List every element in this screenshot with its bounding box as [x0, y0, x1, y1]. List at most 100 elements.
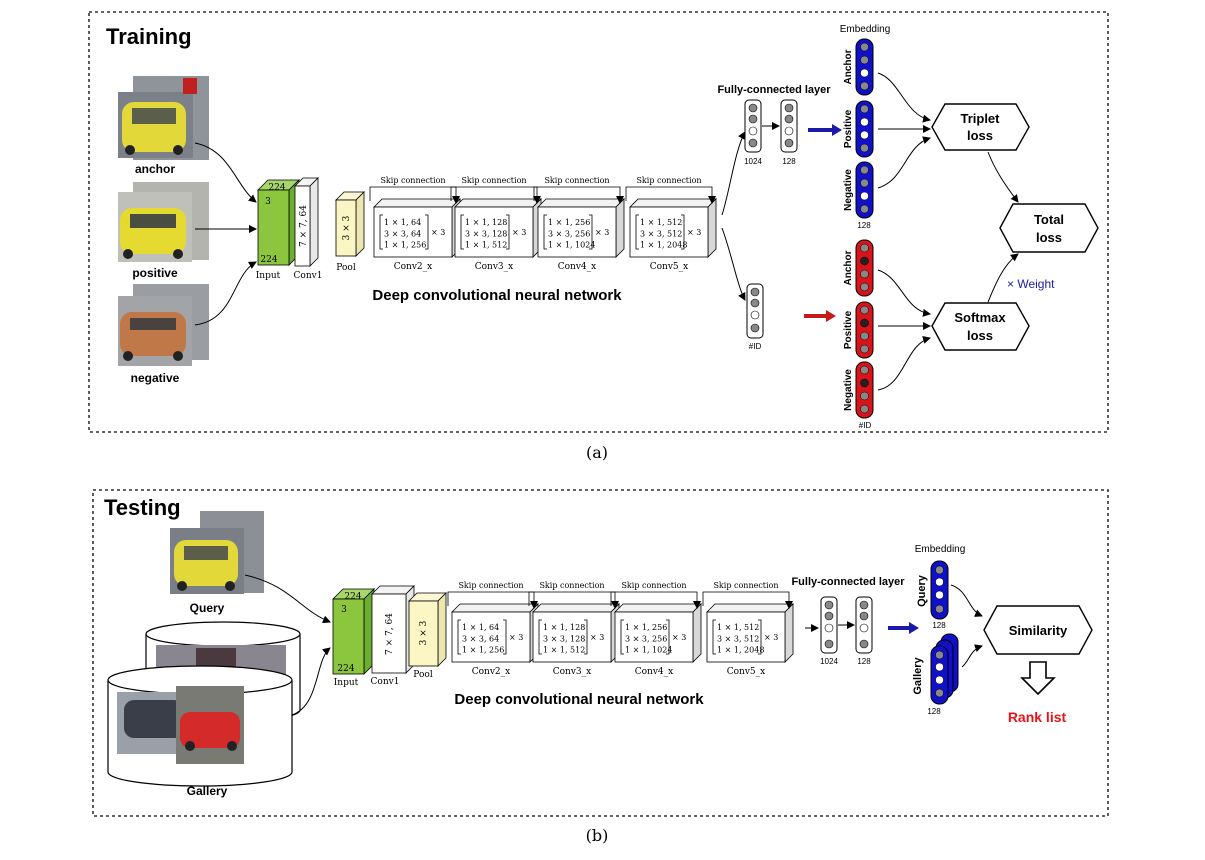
test-pool-kernel: 3 × 3 [419, 620, 429, 645]
train-block-4-multiplier: × 3 [595, 228, 609, 237]
rank-list-label: Rank list [1008, 709, 1067, 725]
train-block-2: 1 × 1, 643 × 3, 641 × 1, 256× 3Conv2_xSk… [369, 176, 461, 272]
test-block-4-label: Conv4_x [635, 667, 674, 677]
train-block-5-row-2: 3 × 3, 512 [640, 229, 682, 238]
testing-conv1-block: 7 × 7, 64 Conv1 [371, 585, 415, 687]
test-conv1-label: Conv1 [371, 677, 400, 687]
testing-fc1 [820, 596, 838, 654]
train-skip-label-4: Skip connection [544, 176, 609, 185]
blue-column-anchor [855, 38, 874, 96]
triplet-loss-line1: Triplet [960, 111, 1000, 126]
training-fc1-size: 1024 [744, 157, 762, 166]
training-conv-blocks: 1 × 1, 64 3 × 3, 64 1 × 1, 256 × 3 Conv2_x Sk… [369, 176, 717, 272]
test-blue-arrow-head [909, 622, 919, 634]
caption-a: (a) [586, 443, 608, 462]
red-size-label: #ID [859, 421, 872, 430]
train-block-3-row-1: 1 × 1, 128 [465, 218, 507, 227]
train-block-3-multiplier: × 3 [512, 228, 526, 237]
testing-embedding-label: Embedding [915, 544, 966, 555]
test-block-3-row-3: 1 × 1, 512 [543, 646, 585, 655]
test-block-2: 1 × 1, 643 × 3, 641 × 1, 256× 3Conv2_xSk… [447, 581, 539, 677]
pool-kernel: 3 × 3 [342, 215, 352, 240]
train-block-3-row-2: 3 × 3, 128 [465, 229, 507, 238]
train-block-2-label: Conv2_x [394, 262, 433, 272]
anchor-to-triplet-arrow [877, 72, 931, 123]
testing-conv-blocks: 1 × 1, 643 × 3, 641 × 1, 256× 3Conv2_xSk… [447, 581, 794, 677]
testing-pool-block: 3 × 3 Pool [408, 592, 447, 680]
train-block-4-row-3: 1 × 1, 1024 [548, 241, 595, 250]
total-loss-line1: Total [1034, 212, 1064, 227]
training-network-label: Deep convolutional neural network [372, 287, 622, 304]
training-conv1-block: 7 × 7, 64 Conv1 [294, 177, 323, 281]
gallery-size: 128 [927, 707, 941, 716]
training-fc2 [780, 99, 798, 153]
test-input-bottom-dim: 224 [337, 664, 354, 674]
test-block-5-row-1: 1 × 1, 512 [717, 623, 759, 632]
query-size: 128 [932, 621, 946, 630]
training-pool-block: 3 × 3 Pool [335, 191, 365, 273]
testing-fc-label: Fully-connected layer [791, 576, 905, 588]
query-label: Query [190, 601, 225, 615]
conv1-label: Conv1 [294, 271, 323, 281]
testing-input-block: 224 3 224 Input [332, 588, 375, 688]
caption-b: (b) [586, 826, 609, 845]
anchor-to-softmax-arrow [877, 269, 931, 317]
test-block-4-multiplier: × 3 [672, 633, 686, 642]
query-to-input-arrow [244, 574, 331, 624]
input-channel-dim: 3 [265, 197, 271, 207]
gallery-columns [930, 633, 959, 705]
test-block-2-label: Conv2_x [472, 667, 511, 677]
gallery-col-label: Gallery [912, 656, 924, 694]
training-id-column [746, 283, 764, 339]
negative-to-softmax-arrow [877, 336, 931, 391]
training-fc-label: Fully-connected layer [717, 84, 831, 96]
test-input-label: Input [334, 678, 359, 688]
train-block-4-label: Conv4_x [558, 262, 597, 272]
input-bottom-dim: 224 [260, 255, 277, 265]
train-block-5-row-3: 1 × 1, 2048 [640, 241, 687, 250]
train-block-2-row-2: 3 × 3, 64 [384, 229, 421, 238]
testing-frame [92, 489, 1109, 817]
test-block-5-row-3: 1 × 1, 2048 [717, 646, 764, 655]
red-column-anchor [855, 239, 874, 297]
test-block-5-multiplier: × 3 [764, 633, 778, 642]
anchor-to-input-arrow [194, 142, 257, 203]
anchor-image [118, 76, 209, 160]
gallery-label: Gallery [187, 784, 228, 798]
similarity-label: Similarity [1009, 623, 1068, 638]
testing-fc1-size: 1024 [820, 657, 838, 666]
red-column-positive [855, 301, 874, 359]
blue-size-label: 128 [857, 221, 871, 230]
train-block-5-row-1: 1 × 1, 512 [640, 218, 682, 227]
test-skip-arrow-4 [610, 591, 701, 609]
softmax-loss-box [931, 302, 1030, 351]
to-fc-arrow [721, 131, 746, 216]
train-skip-arrow-5 [625, 186, 716, 204]
gallery-to-similarity-arrow [961, 644, 983, 668]
blue-column-positive [855, 100, 874, 158]
testing-panel: Testing Query Gallery [92, 489, 1109, 817]
test-skip-arrow-2 [447, 591, 538, 609]
test-block-3-row-1: 1 × 1, 128 [543, 623, 585, 632]
test-block-5-label: Conv5_x [727, 667, 766, 677]
weight-label: × Weight [1007, 277, 1055, 291]
softmax-loss-line2: loss [967, 328, 993, 343]
query-to-similarity-arrow [950, 584, 983, 617]
test-skip-arrow-3 [528, 591, 619, 609]
pool-label: Pool [336, 263, 356, 273]
input-top-dim: 224 [268, 183, 285, 193]
train-block-2-row-1: 1 × 1, 64 [384, 218, 421, 227]
train-block-2-row-3: 1 × 1, 256 [384, 241, 426, 250]
train-skip-label-2: Skip connection [380, 176, 445, 185]
test-block-4-row-1: 1 × 1, 256 [625, 623, 667, 632]
train-block-4-row-2: 3 × 3, 256 [548, 229, 590, 238]
blue-column-negative [855, 161, 874, 219]
testing-fc2 [855, 596, 873, 654]
input-label: Input [256, 271, 281, 281]
to-id-arrow [721, 227, 746, 301]
